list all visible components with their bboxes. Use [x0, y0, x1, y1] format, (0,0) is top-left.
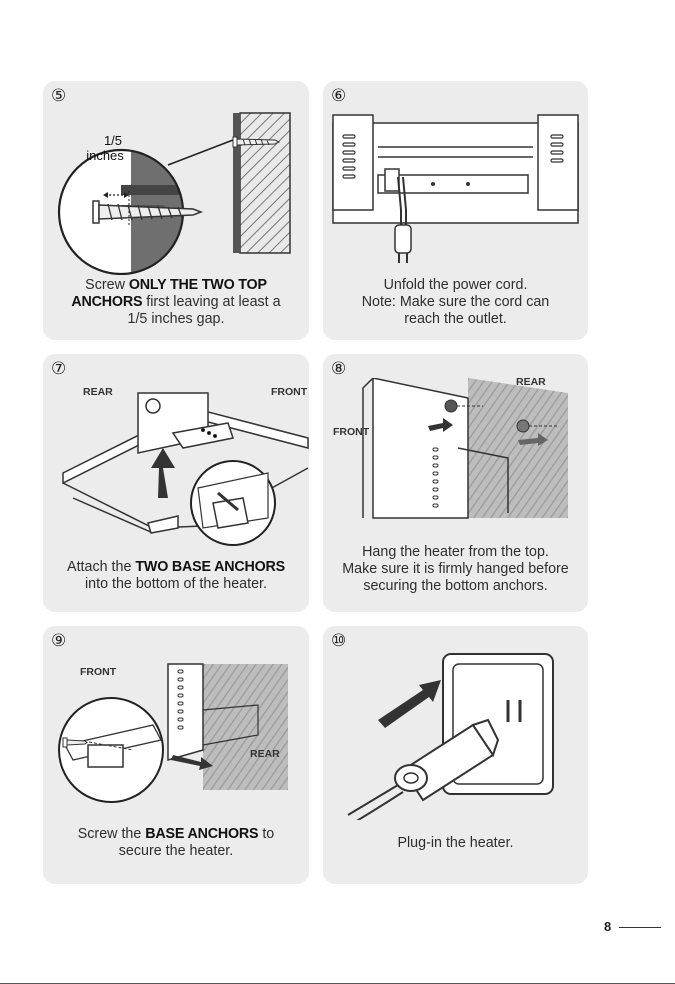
page-number-rule — [619, 927, 661, 928]
step-9-caption-line1-bold: BASE ANCHORS — [145, 826, 259, 842]
plug-in-illustration — [347, 653, 554, 820]
rear-label: REAR — [516, 376, 546, 388]
screw-base-anchor-illustration — [58, 663, 288, 803]
step-9-caption: Screw the BASE ANCHORS to secure the hea… — [49, 826, 303, 860]
right-arrow-icon — [171, 755, 213, 770]
step-6-number: ⑥ — [331, 86, 347, 105]
step-7-caption-line1-pre: Attach the — [67, 559, 136, 575]
step-9-caption-line1-pre: Screw the — [77, 826, 146, 842]
rear-label: REAR — [83, 386, 113, 398]
screw-icon — [62, 737, 88, 748]
step-10-caption-line1: Plug-in the heater. — [397, 835, 514, 851]
step-5-caption-line1-bold: ONLY THE TWO TOP — [128, 277, 267, 293]
step-6-caption-line1: Unfold the power cord. — [383, 277, 528, 293]
step-8-card: ⑧ REAR FRONT Hang the heater from the to… — [323, 354, 588, 612]
step-6-caption-line3: reach the outlet. — [404, 311, 507, 327]
step-7-number: ⑦ — [51, 359, 67, 378]
step-8-caption-line3: securing the bottom anchors. — [363, 578, 548, 594]
step-7-caption-line2: into the bottom of the heater. — [84, 576, 267, 592]
anchor-screw-gap-illustration — [57, 112, 291, 275]
step-5-card: ⑤ 1/5 — [43, 81, 309, 340]
front-label: FRONT — [271, 386, 308, 398]
hang-heater-illustration — [362, 378, 568, 519]
gap-fraction-label: 1/5 — [103, 133, 123, 148]
step-6-caption-line2: Note: Make sure the cord can — [361, 294, 550, 310]
power-cord-illustration — [332, 114, 579, 263]
step-10-card: ⑩ Plug-in the heater. — [323, 626, 588, 884]
step-5-caption-line3: 1/5 inches gap. — [127, 311, 225, 327]
step-7-caption: Attach the TWO BASE ANCHORS into the bot… — [49, 559, 303, 593]
step-5-caption-line1-pre: Screw — [85, 277, 129, 293]
step-6-caption: Unfold the power cord. Note: Make sure t… — [329, 277, 582, 328]
step-5-caption-line2-bold: ANCHORS — [71, 294, 143, 310]
screw-icon — [92, 200, 204, 224]
base-anchor-icon — [147, 515, 179, 534]
step-8-number: ⑧ — [331, 359, 347, 378]
step-9-caption-line2: secure the heater. — [118, 843, 234, 859]
front-label: FRONT — [333, 426, 370, 438]
step-8-caption: Hang the heater from the top. Make sure … — [329, 544, 582, 595]
page-number: 8 — [604, 919, 612, 934]
step-5-caption-line2-post: first leaving at least a — [142, 294, 281, 310]
step-8-caption-line1: Hang the heater from the top. — [362, 544, 549, 560]
step-10-caption: Plug-in the heater. — [329, 835, 582, 852]
rear-label: REAR — [250, 748, 280, 760]
plug-icon — [394, 224, 412, 263]
right-arrow-icon — [518, 433, 548, 446]
step-9-caption-line1-post: to — [258, 826, 275, 842]
step-5-number: ⑤ — [51, 86, 67, 105]
step-7-card: ⑦ REAR FRONT Attach the TWO BASE ANCHORS… — [43, 354, 309, 612]
step-9-card: ⑨ FRONT REAR Screw the BASE ANCHORS to — [43, 626, 309, 884]
step-6-card: ⑥ Unfold the power cord. Note: Make sure… — [323, 81, 588, 340]
gap-unit-label: inches — [86, 148, 124, 163]
step-9-number: ⑨ — [51, 631, 67, 650]
small-screw-icon — [232, 136, 281, 148]
right-arrow-icon — [428, 418, 453, 432]
front-label: FRONT — [80, 666, 117, 678]
step-7-caption-line1-bold: TWO BASE ANCHORS — [135, 559, 285, 575]
step-5-caption: Screw ONLY THE TWO TOP ANCHORS first lea… — [49, 277, 303, 328]
plug-icon — [347, 718, 500, 820]
step-10-number: ⑩ — [331, 631, 347, 650]
up-arrow-icon — [151, 448, 175, 498]
plug-in-arrow-icon — [378, 680, 441, 728]
base-anchor-attach-illustration — [62, 392, 309, 546]
step-8-caption-line2: Make sure it is firmly hanged before — [342, 561, 569, 577]
